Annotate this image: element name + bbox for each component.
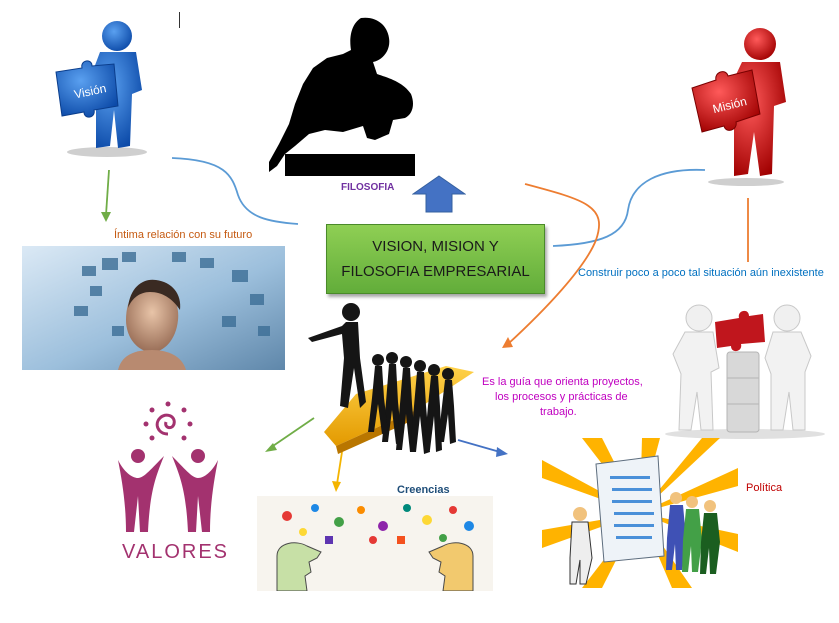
filosofia-label: FILOSOFIA [341, 182, 395, 193]
guia-line-2: los procesos y prácticas de [495, 391, 628, 403]
digital-face-icon [22, 246, 285, 370]
thinker-silhouette-icon [269, 17, 415, 176]
leader-figures-icon [308, 303, 474, 454]
guia-line-3: trabajo. [540, 406, 577, 418]
politica-label: Política [746, 482, 783, 494]
blue-puzzle-figure-icon: Visión [55, 21, 147, 157]
valores-logo-icon [118, 401, 218, 532]
puzzle-assembly-icon [665, 304, 825, 439]
valores-label: VALORES [122, 541, 229, 563]
title-box: VISION, MISION Y FILOSOFIA EMPRESARIAL [326, 224, 545, 294]
guia-line-1: Es la guía que orienta proyectos, [482, 376, 643, 388]
red-puzzle-figure-icon: Misión [691, 28, 786, 186]
text-cursor [179, 12, 180, 28]
vision-piece-label: Visión [73, 81, 108, 101]
creencias-heads-icon [257, 496, 493, 591]
arrow-valores [269, 417, 315, 449]
arrow-politica [457, 439, 501, 453]
connector-vision-title [171, 157, 299, 225]
title-line-1: VISION, MISION Y [372, 238, 499, 255]
arrow-vision-down [105, 169, 110, 216]
creencias-label: Creencias [397, 484, 450, 496]
title-line-2: FILOSOFIA EMPRESARIAL [341, 263, 530, 280]
arrow-creencias [336, 451, 343, 485]
politica-presentation-icon [542, 438, 738, 588]
connector-guia [507, 183, 600, 345]
mision-relation-label: Construir poco a poco tal situación aún … [578, 267, 824, 279]
up-arrow-icon [412, 175, 466, 213]
vision-relation-label: Íntima relación con su futuro [114, 229, 253, 241]
connector-title-mision [552, 168, 706, 247]
